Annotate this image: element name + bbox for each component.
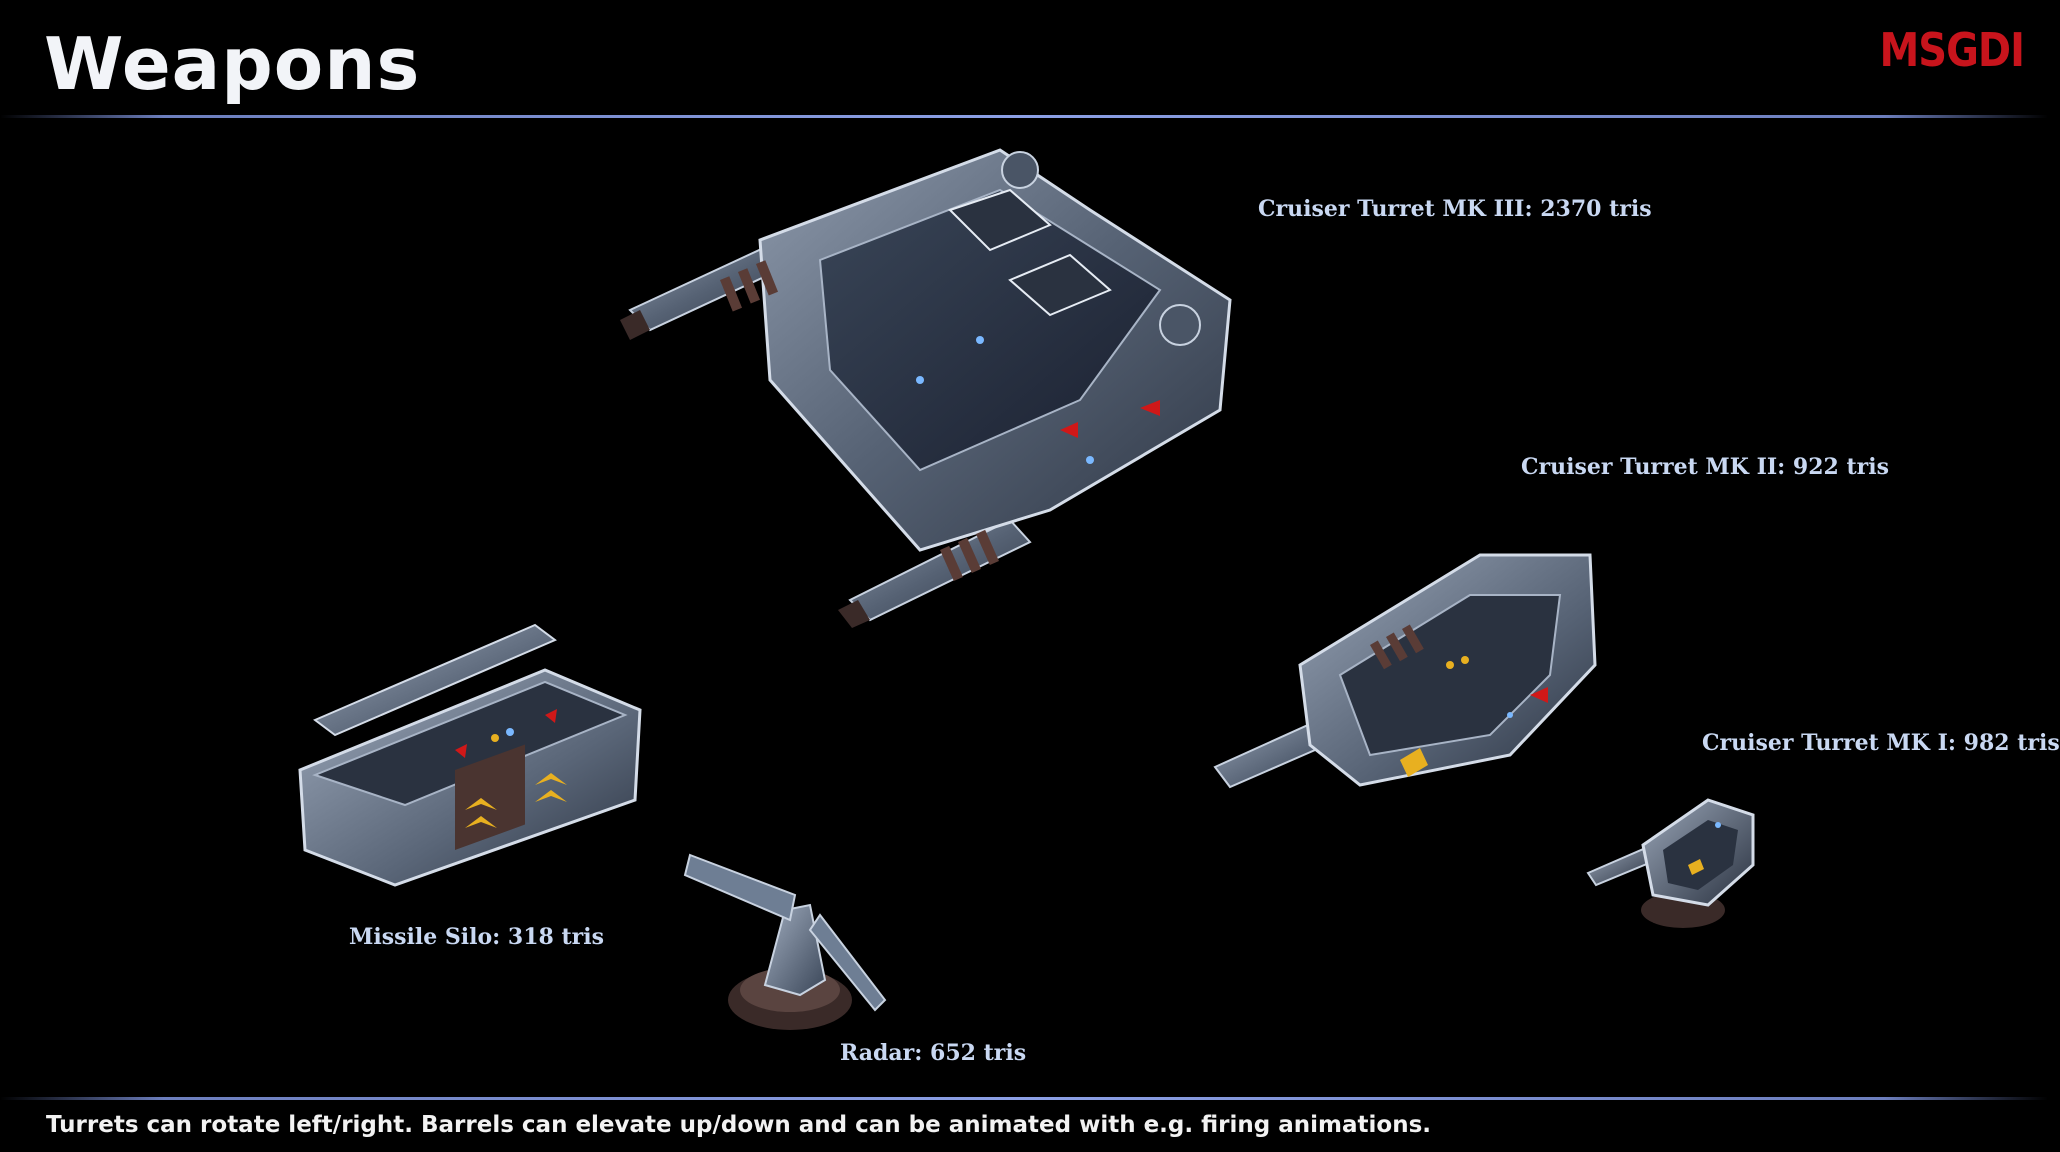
cruiser-turret-mk1-label: Cruiser Turret MK I: 982 tris: [1702, 730, 2060, 756]
title-divider: [0, 115, 2048, 118]
cruiser-turret-mk1-render: [1586, 785, 1758, 935]
radar-label: Radar: 652 tris: [840, 1040, 1027, 1066]
msgdi-logo: MSGDI: [1879, 24, 2025, 78]
cruiser-turret-mk2-label: Cruiser Turret MK II: 922 tris: [1521, 454, 1890, 480]
footer-divider: [0, 1097, 2048, 1100]
missile-silo-render: [295, 620, 645, 890]
slide-title: Weapons: [44, 22, 421, 106]
missile-silo-label: Missile Silo: 318 tris: [349, 924, 604, 950]
radar-render: [683, 850, 890, 1035]
cruiser-turret-mk2-render: [1210, 515, 1610, 795]
cruiser-turret-mk3-render: [620, 148, 1390, 630]
cruiser-turret-mk3-label: Cruiser Turret MK III: 2370 tris: [1258, 196, 1652, 222]
footer-note: Turrets can rotate left/right. Barrels c…: [46, 1112, 1431, 1138]
